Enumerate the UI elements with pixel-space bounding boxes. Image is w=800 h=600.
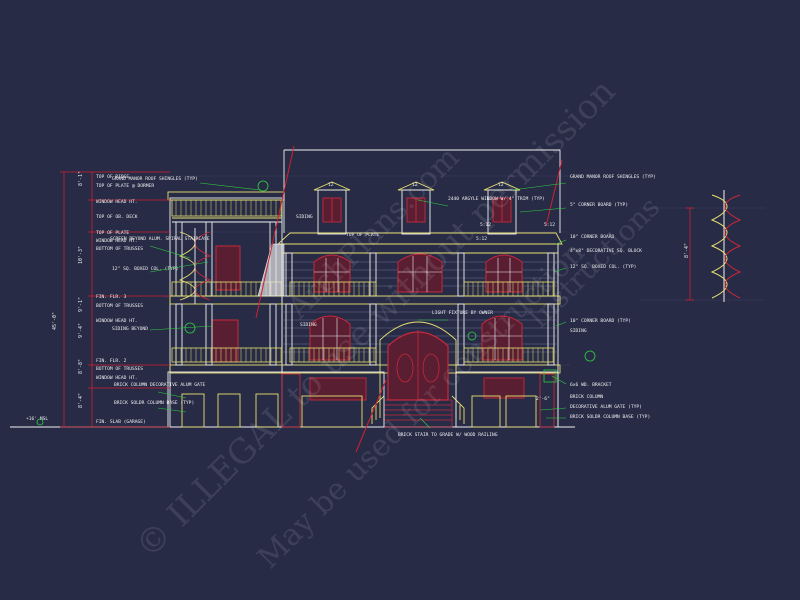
slope-label: 12 [412, 182, 418, 188]
note-label: BRICK COLUMN DECORATIVE ALUM GATE [114, 382, 206, 388]
note-label: BRICK COLUMN [570, 394, 603, 400]
note-label: 5:12 [476, 236, 487, 242]
note-label: GRAND MANOR ROOF SHINGLES (TYP) [112, 176, 198, 182]
note-label: 5" CORNER BOARD (TYP) [570, 202, 628, 208]
leader-lines [149, 182, 567, 429]
slope-label: 5:12 [544, 222, 555, 228]
right-notes: GRAND MANOR ROOF SHINGLES (TYP) 5" CORNER… [570, 174, 656, 420]
spiral-staircase [178, 228, 212, 304]
note-label: 12" SQ. BOXED COL. (TYP) [112, 266, 178, 272]
right-dimension: 8'-4" [684, 243, 690, 258]
level-label: BOTTOM OF TRUSSES [96, 366, 143, 372]
level-label: BOTTOM OF TRUSSES [96, 303, 143, 309]
window-arched [481, 315, 523, 361]
detail-tags [36, 180, 596, 426]
level-label: WINDOW HEAD HT. [96, 375, 138, 381]
note-label: BRICK SOLDR COLUMN BASE (TYP) [114, 400, 194, 406]
left-tower-roof-deck [167, 191, 285, 201]
center-notes: SIDING TOP OF PLATE 2440 ARGYLE WINDOW W/ … [296, 196, 545, 438]
level-label: TOP OF PLATE [96, 230, 129, 236]
dormer-left [313, 181, 351, 235]
dimension-label: 8'-1" [78, 171, 84, 186]
dimension-label: 9'-4" [78, 323, 84, 338]
note-label: 6x6 WD. BRACKET [570, 382, 612, 388]
note-label: SIDING [296, 214, 313, 220]
note-label: BRICK STAIR TO GRADE W/ WOOD RAILING [398, 432, 498, 438]
left-tower-wall [169, 197, 283, 428]
note-label: 10" CORNER BOARD [570, 234, 614, 240]
level-label: FIN. FLR. 3 [96, 294, 127, 300]
note-label: 4"x8" DECORATIVE SQ. BLOCK [570, 248, 642, 254]
note-label: SCREEN BEYOND ALUM. SPIRAL STAIRCASE [110, 236, 210, 242]
screen-beyond [257, 243, 285, 297]
left-dimension-chain [60, 171, 170, 428]
dimension-label: 45'-0" [52, 312, 58, 330]
window-tower [211, 319, 239, 363]
level-label: WINDOW HEAD HT. [96, 199, 138, 205]
dimension-label: 10'-3" [78, 246, 84, 264]
slope-label: 12 [328, 182, 334, 188]
note-label: SIDING [300, 322, 317, 328]
slope-label: 5:12 [480, 222, 491, 228]
level-label: FIN. FLR. 2 [96, 358, 127, 364]
dormers [313, 181, 521, 235]
balusters [175, 200, 554, 362]
note-label: 12" SQ. BOXED COL. (TYP) [570, 264, 636, 270]
left-dimension-texts: 8'-1" 10'-3" 9'-4" 9'-1" 8'-8" 8'-4" 45'-0" [52, 171, 84, 408]
note-label: GRAND MANOR ROOF SHINGLES (TYP) [570, 174, 656, 180]
dormer-center [397, 181, 435, 235]
note-label: BRICK SOLDR COLUMN BASE (TYP) [570, 414, 650, 420]
level-label: TOP OF RIDGE [96, 174, 129, 180]
note-label: SIDING BEYOND [112, 326, 148, 332]
spiral-stair-detail [686, 190, 742, 302]
middle-window-mullions [310, 318, 522, 360]
level-label: BOTTOM OF TRUSSES [96, 246, 143, 252]
garage-level [167, 371, 559, 428]
window-arched [313, 254, 351, 293]
dormer-right [483, 181, 521, 235]
note-label: 2440 ARGYLE WINDOW W/ 4" TRIM (TYP) [448, 196, 545, 202]
note-label: DECORATIVE ALUM GATE (TYP) [570, 404, 642, 410]
level-label: WINDOW HEAD HT. [96, 318, 138, 324]
slope-label: 12 [498, 182, 504, 188]
middle-windows [211, 315, 523, 363]
entry-door [379, 321, 457, 404]
level-label: TOP OF OB. DECK [96, 214, 138, 220]
gate-dimension: 2'-6" [536, 396, 550, 402]
window-arched [397, 253, 443, 293]
level-label: TOP OF PLATE @ DORMER [96, 183, 154, 189]
note-label: LIGHT FIXTURE BY OWNER [432, 310, 493, 316]
note-label: SIDING [570, 328, 587, 334]
section-cut-lines [255, 145, 563, 453]
brick-stair [383, 399, 453, 428]
note-label: TOP OF PLATE [346, 232, 379, 238]
left-level-labels: TOP OF RIDGE TOP OF PLATE @ DORMER WINDOW … [96, 174, 210, 425]
dimension-label: 8'-4" [78, 393, 84, 408]
dimension-label: 9'-1" [78, 297, 84, 312]
main-roof [276, 232, 563, 245]
dimension-label: 8'-8" [78, 359, 84, 374]
level-label: WINDOW HEAD HT. [96, 238, 138, 244]
note-label: 10" CORNER BOARD (TYP) [570, 318, 631, 324]
grade-mark: +16' MSL [26, 416, 48, 422]
window-arched [309, 315, 351, 361]
window-tower [215, 245, 241, 291]
level-label: FIN. SLAB (GARAGE) [96, 419, 146, 425]
